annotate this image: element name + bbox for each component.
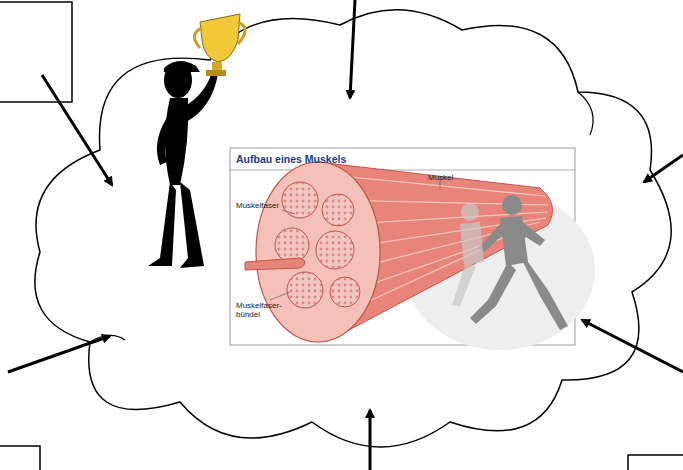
trophy (194, 14, 245, 76)
edge-box (0, 2, 72, 102)
winner-figure (148, 61, 218, 268)
cloud-fold (578, 92, 593, 135)
arrows (8, 0, 683, 470)
muscle-illustration (230, 148, 595, 350)
edge-box (0, 446, 40, 470)
part-label: Muskel (428, 174, 453, 183)
cloud (35, 10, 671, 447)
part-label: Muskelfaser-bündel (236, 302, 282, 320)
illustration-title: Aufbau eines Muskels (236, 154, 346, 166)
part-label: Muskelfaser (236, 202, 279, 211)
edge-box (628, 455, 683, 470)
